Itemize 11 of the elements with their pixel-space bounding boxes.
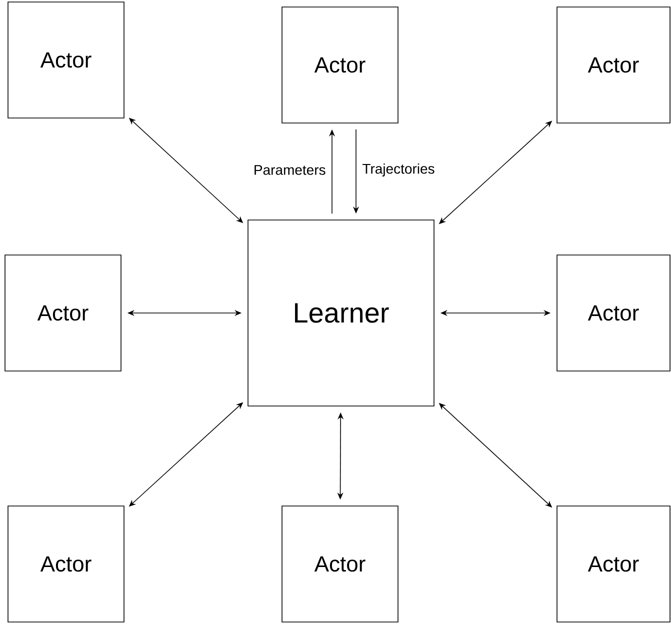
actor-box: Actor [282, 506, 398, 622]
edge-label: Trajectories [362, 163, 434, 177]
actor-box: Actor [8, 506, 124, 622]
edge-label: Parameters [254, 165, 326, 175]
learner-box: Learner [248, 220, 434, 406]
actor-box: Actor [282, 6, 398, 124]
actor-box: Actor [556, 254, 670, 372]
actor-box: Actor [556, 506, 670, 622]
actor-box: Actor [4, 254, 122, 372]
actor-box: Actor [8, 2, 124, 118]
actor-box: Actor [556, 6, 670, 124]
